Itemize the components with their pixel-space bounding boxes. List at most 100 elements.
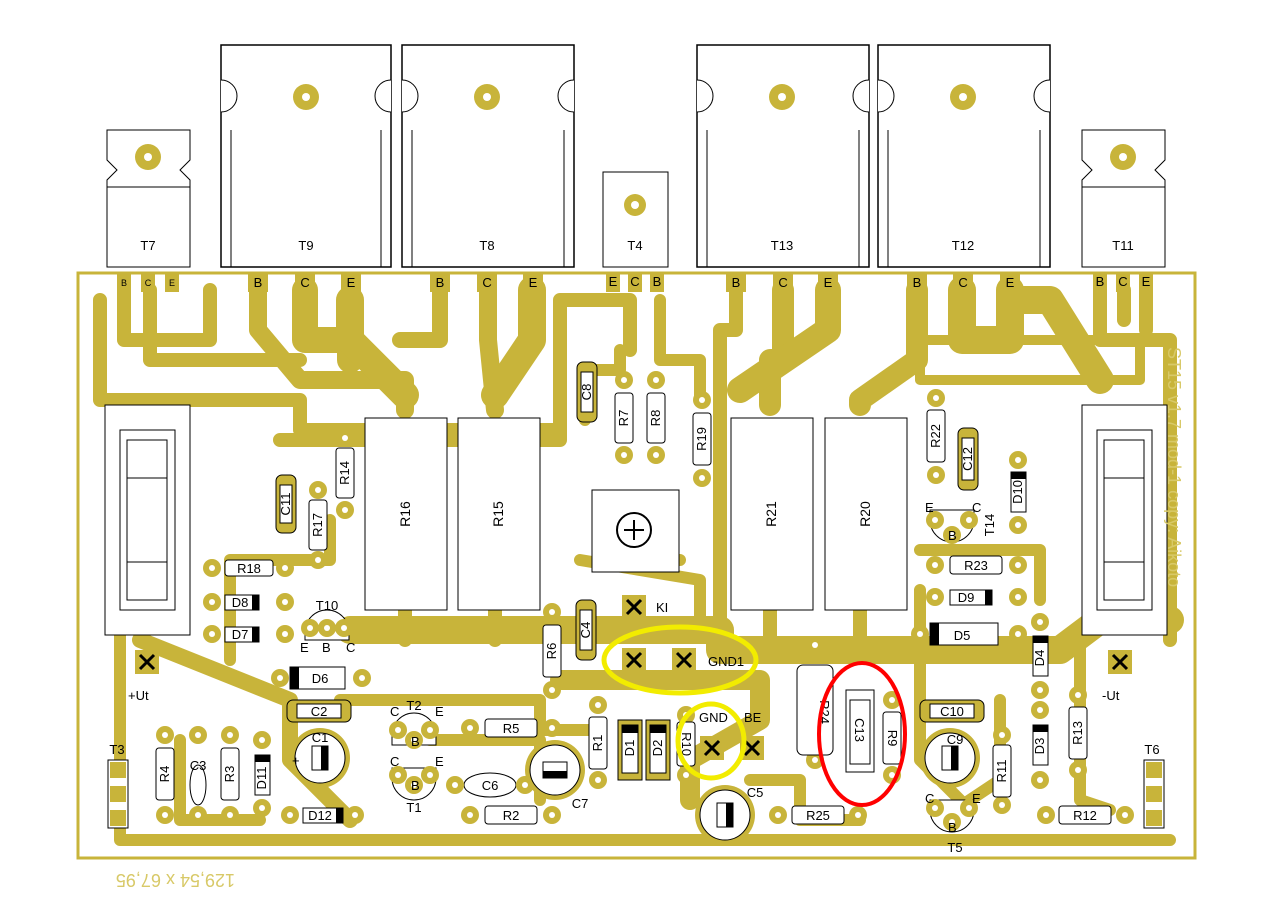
resistor-r11[interactable]: R11: [992, 726, 1012, 814]
svg-text:D1: D1: [622, 740, 637, 757]
resistor-r18[interactable]: R18: [203, 559, 294, 577]
capacitor-c1[interactable]: C1+: [290, 728, 350, 788]
svg-text:C3: C3: [190, 758, 207, 773]
svg-text:T14: T14: [982, 514, 997, 536]
diode-d9[interactable]: D9: [926, 588, 1027, 606]
transistor-t14[interactable]: T14: [926, 509, 997, 544]
resistor-r15[interactable]: R15: [457, 417, 541, 611]
transistor-t4[interactable]: T4 E C B: [602, 171, 669, 292]
label-t8: T8: [479, 238, 494, 253]
transistor-t13[interactable]: T13: [696, 44, 870, 268]
diode-d11[interactable]: D11: [253, 731, 271, 817]
diode-d5[interactable]: D5: [911, 622, 1027, 646]
svg-text:D4: D4: [1032, 650, 1047, 667]
resistor-r6[interactable]: R6: [542, 603, 562, 699]
svg-text:E: E: [435, 704, 444, 719]
resistor-r24[interactable]: R24: [796, 636, 834, 769]
resistor-r23[interactable]: R23: [926, 555, 1027, 575]
resistor-r1[interactable]: R1: [588, 696, 608, 789]
svg-text:GND: GND: [699, 710, 728, 725]
resistor-r12[interactable]: R12: [1037, 805, 1134, 825]
capacitor-c5[interactable]: C5: [695, 785, 763, 845]
transistor-t11[interactable]: T11 B C E: [1081, 129, 1166, 292]
diode-d7[interactable]: D7: [203, 625, 294, 643]
resistor-r3[interactable]: R3: [220, 726, 240, 824]
svg-text:D7: D7: [232, 627, 249, 642]
resistor-r22[interactable]: R22: [926, 389, 946, 484]
diode-d1[interactable]: D1: [617, 719, 643, 781]
pad-plus-ut[interactable]: +Ut: [128, 648, 161, 703]
pad-gnd1[interactable]: GND1: [620, 646, 744, 674]
svg-text:R12: R12: [1073, 808, 1097, 823]
diode-d2[interactable]: D2: [645, 719, 671, 781]
pad-minus-ut[interactable]: -Ut: [1102, 648, 1134, 703]
transistor-t8[interactable]: T8: [401, 44, 575, 268]
svg-text:C: C: [972, 500, 981, 515]
svg-text:B: B: [732, 275, 741, 290]
transistor-t6[interactable]: T6: [1143, 742, 1165, 829]
capacitor-c11[interactable]: C11: [275, 474, 297, 534]
svg-text:R8: R8: [648, 410, 663, 427]
svg-text:R9: R9: [885, 730, 900, 747]
transistor-t3[interactable]: T3: [107, 742, 129, 829]
pad-be[interactable]: BE: [738, 710, 766, 762]
resistor-r8[interactable]: R8: [646, 371, 666, 464]
capacitor-c4[interactable]: C4: [575, 599, 597, 661]
capacitor-c7[interactable]: C7: [525, 740, 588, 811]
svg-text:T3: T3: [109, 742, 124, 757]
resistor-r20[interactable]: R20: [824, 417, 908, 611]
capacitor-c6[interactable]: C6: [446, 772, 534, 798]
capacitor-c3[interactable]: C3: [189, 726, 207, 824]
capacitor-c10[interactable]: C10: [919, 699, 985, 723]
svg-text:C7: C7: [572, 796, 589, 811]
resistor-r25[interactable]: R25: [769, 805, 867, 825]
resistor-r5[interactable]: R5: [461, 718, 561, 738]
capacitor-c9[interactable]: C9: [920, 728, 980, 788]
transistor-t7[interactable]: T7 B C E: [106, 129, 191, 292]
transistor-t1[interactable]: T1: [389, 766, 439, 815]
resistor-r9[interactable]: R9: [882, 691, 902, 784]
capacitor-c13[interactable]: C13: [845, 689, 875, 773]
svg-text:E: E: [1006, 275, 1015, 290]
diode-d4[interactable]: D4: [1031, 613, 1049, 699]
trimmer-potentiometer[interactable]: [591, 489, 680, 573]
svg-text:T10: T10: [316, 598, 338, 613]
capacitor-c8[interactable]: C8: [576, 361, 598, 423]
svg-text:R19: R19: [694, 427, 709, 451]
resistor-r19[interactable]: R19: [692, 391, 712, 487]
small-transistors: T10 T2 T1 T14 T5 T3 T6: [107, 509, 1165, 855]
resistor-r17[interactable]: R17: [308, 481, 328, 569]
diode-d3[interactable]: D3: [1031, 701, 1049, 789]
resistor-r21[interactable]: R21: [730, 417, 814, 611]
svg-text:B: B: [653, 274, 662, 289]
resistor-r16[interactable]: R16: [364, 417, 448, 611]
pad-ki[interactable]: KI: [620, 593, 668, 621]
diode-d12[interactable]: D12: [281, 806, 364, 824]
capacitor-c2[interactable]: C2: [286, 699, 352, 723]
transistor-t5[interactable]: T5: [926, 799, 978, 855]
large-transistor-pins: B C E B C E B C E B C E: [248, 272, 1020, 292]
svg-text:E: E: [169, 278, 175, 288]
resistor-r7[interactable]: R7: [614, 371, 634, 464]
diode-d8[interactable]: D8: [203, 593, 294, 611]
transistor-t12[interactable]: T12: [877, 44, 1051, 268]
diode-d6[interactable]: D6: [271, 666, 371, 690]
svg-text:C: C: [630, 274, 639, 289]
transistor-t2[interactable]: T2: [389, 698, 439, 749]
resistor-r13[interactable]: R13: [1068, 686, 1088, 779]
svg-text:C: C: [390, 704, 399, 719]
svg-text:D9: D9: [958, 590, 975, 605]
pad-gnd[interactable]: GND: [698, 710, 728, 762]
transistor-t9[interactable]: T9: [220, 44, 392, 268]
diode-d10[interactable]: D10: [1009, 451, 1027, 534]
svg-text:R2: R2: [503, 808, 520, 823]
capacitor-c12[interactable]: C12: [957, 427, 979, 491]
resistor-r4[interactable]: R4: [155, 726, 175, 824]
svg-text:D8: D8: [232, 595, 249, 610]
resistor-r2[interactable]: R2: [461, 805, 561, 825]
svg-text:R7: R7: [616, 410, 631, 427]
svg-text:C6: C6: [482, 778, 499, 793]
resistor-r14[interactable]: R14: [335, 429, 355, 519]
transistor-t10[interactable]: T10: [301, 598, 353, 641]
